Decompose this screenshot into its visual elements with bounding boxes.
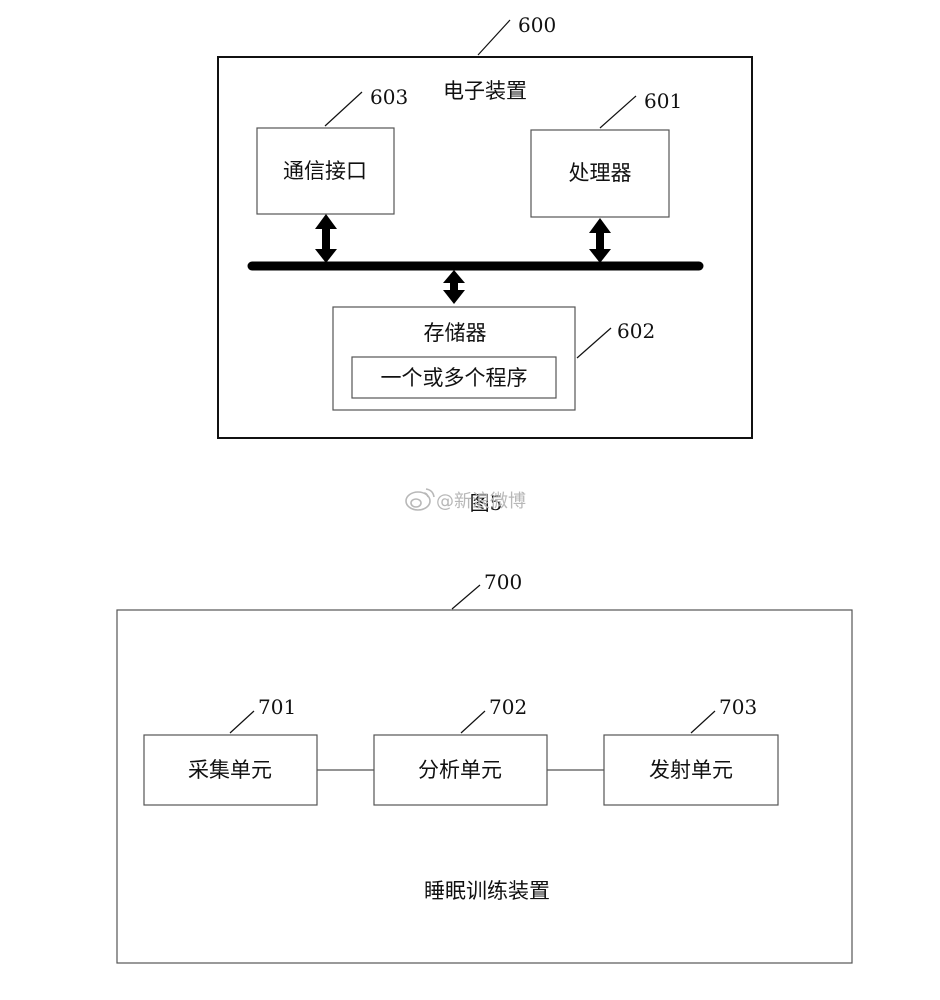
- device-ref-leader: [477, 19, 511, 56]
- weibo-watermark: @新浪微博: [405, 488, 526, 512]
- memory-ref-leader: [576, 327, 612, 359]
- device-ref-label: 600: [518, 13, 556, 37]
- analysis-unit-ref-leader: [460, 710, 486, 734]
- emission-unit-label: 发射单元: [649, 758, 733, 782]
- emission-unit-ref-label: 703: [719, 695, 757, 719]
- processor-ref-label: 601: [644, 89, 682, 113]
- memory-ref-label: 602: [617, 319, 655, 343]
- electronic-device-title: 电子装置: [443, 79, 527, 103]
- memory-box: [332, 306, 576, 411]
- figure-5: 电子装置 600 通信接口 603 处理器 601: [217, 13, 753, 515]
- processor-box: [530, 129, 670, 218]
- emission-unit-ref-leader: [690, 710, 716, 734]
- collection-unit-ref-label: 701: [258, 695, 296, 719]
- communication-interface-label: 通信接口: [283, 159, 367, 183]
- electronic-device-box: [217, 56, 753, 439]
- collection-unit-label: 采集单元: [188, 758, 272, 782]
- memory-bus-arrow: [443, 270, 465, 304]
- sleep-training-device-box: [116, 609, 853, 964]
- processor-ref-leader: [599, 95, 637, 129]
- emission-unit-box: [603, 734, 779, 806]
- analysis-unit-ref-label: 702: [489, 695, 527, 719]
- collection-unit-box: [143, 734, 318, 806]
- communication-interface-ref-label: 603: [370, 85, 408, 109]
- weibo-logo-icon: [405, 488, 435, 511]
- analysis-unit-box: [373, 734, 548, 806]
- processor-label: 处理器: [569, 161, 632, 185]
- processor-bus-arrow: [589, 218, 611, 263]
- communication-interface-box: [256, 127, 395, 215]
- sleep-training-device-title: 睡眠训练装置: [424, 879, 550, 903]
- programs-label: 一个或多个程序: [381, 366, 528, 390]
- programs-box: [351, 356, 557, 399]
- memory-label: 存储器: [424, 321, 487, 345]
- collection-unit-ref-leader: [229, 710, 255, 734]
- figure-5-caption: 图5: [470, 491, 503, 515]
- comm-bus-arrow: [315, 214, 337, 263]
- analysis-unit-label: 分析单元: [418, 758, 502, 782]
- sleep-device-ref-leader: [451, 584, 481, 610]
- weibo-watermark-text: @新浪微博: [436, 491, 526, 512]
- figure-6: 700 睡眠训练装置 采集单元 701 分析单元 702 发射单元 703: [116, 570, 853, 964]
- communication-interface-ref-leader: [324, 91, 363, 127]
- sleep-device-ref-label: 700: [484, 570, 522, 594]
